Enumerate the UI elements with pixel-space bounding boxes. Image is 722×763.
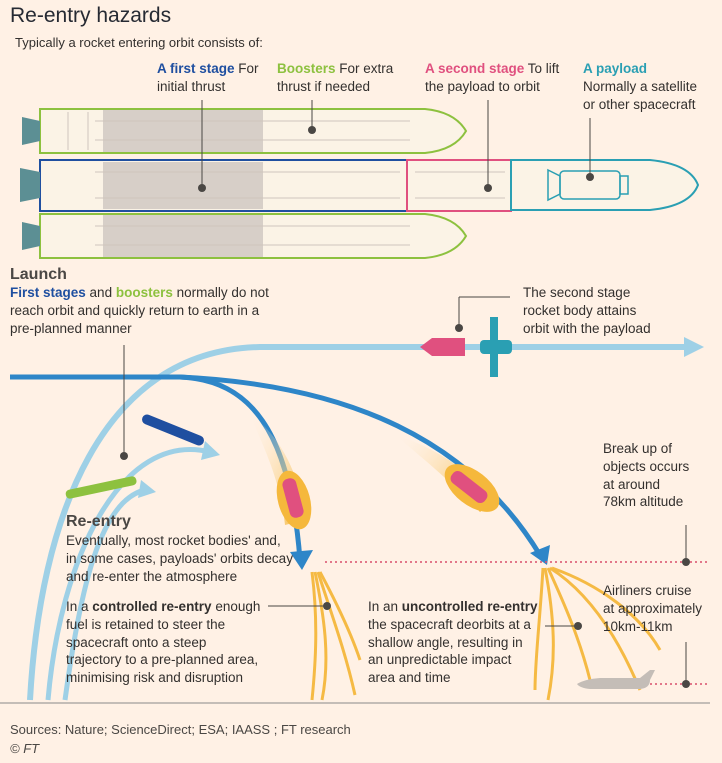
uncontrolled-debris-streaks — [533, 566, 662, 701]
second-stage-name: A second stage — [425, 61, 525, 76]
component-pointer-dots — [198, 126, 594, 192]
second-stage-body — [406, 159, 512, 212]
sources: Sources: Nature; ScienceDirect; ESA; IAA… — [10, 722, 351, 737]
controlled-reentry-object — [276, 470, 312, 530]
controlled-line-4: trajectory to a pre-planned area, — [66, 652, 259, 668]
controlled-line-2: fuel is retained to steer the — [66, 616, 226, 632]
airliner-note-1: Airliners cruise — [603, 583, 692, 598]
annotation-dots — [120, 324, 582, 630]
boosters-desc: For extra — [339, 61, 394, 76]
payload-desc: Normally a satellite — [583, 78, 698, 94]
subtitle: Typically a rocket entering orbit consis… — [15, 35, 263, 50]
first-stage-label: A first stage For initial thrust — [157, 60, 259, 96]
launch-boosters: boosters — [115, 285, 173, 300]
second-stage-label: A second stage To lift the payload to or… — [425, 60, 559, 96]
booster-return-arc — [62, 487, 146, 701]
reentry-text-3: and re-enter the atmosphere — [66, 568, 238, 584]
boosters-name: Boosters — [277, 61, 336, 76]
controlled-line-1: enough — [215, 599, 261, 614]
first-stage-return-arc — [45, 447, 211, 701]
payload-name: A payload — [583, 61, 648, 76]
first-stage-name: A first stage — [157, 61, 235, 76]
launch-and: and — [89, 285, 113, 300]
page-title: Re-entry hazards — [10, 4, 172, 27]
reentry-heading: Re-entry — [66, 513, 131, 530]
breakup-note-2: objects occurs — [603, 458, 690, 474]
breakup-note-3: at around — [603, 476, 661, 492]
first-stage-desc: For — [238, 61, 259, 76]
bottom-booster — [22, 213, 468, 259]
orbiting-satellite — [480, 317, 512, 377]
uncontrolled-term: uncontrolled re-entry — [401, 599, 538, 614]
launch-text: First stages and boosters normally do no… — [10, 284, 269, 337]
launch-text-1: normally do not — [176, 285, 269, 300]
booster-return-arrowhead — [138, 480, 156, 498]
controlled-reentry-text: In a controlled re-entry enough fuel is … — [66, 598, 260, 687]
uncontrolled-line-3: shallow angle, resulting in — [368, 634, 523, 650]
controlled-line-3: spacecraft onto a steep — [66, 634, 207, 650]
reentry-text: Eventually, most rocket bodies' and, in … — [66, 532, 293, 585]
controlled-reentry-arrowhead — [290, 550, 313, 570]
annotation-pointers — [123, 296, 578, 627]
breakup-note-4: 78km altitude — [603, 494, 684, 510]
first-stage-desc-2: initial thrust — [157, 78, 226, 94]
payload-desc-2: or other spacecraft — [583, 96, 696, 112]
falling-booster — [65, 476, 137, 499]
second-stage-note-1: The second stage — [523, 285, 631, 300]
uncontrolled-reentry-object — [444, 464, 500, 512]
uncontrolled-line-2: the spacecraft deorbits at a — [368, 616, 531, 632]
orbiting-second-stage — [420, 338, 465, 356]
uncontrolled-line-4: an unpredictable impact — [368, 652, 512, 668]
uncontrolled-reentry-text: In an uncontrolled re-entry the spacecra… — [368, 598, 538, 687]
breakup-note: Break up of objects occurs at around 78k… — [603, 440, 689, 511]
top-booster — [22, 108, 468, 154]
second-stage-note: The second stage rocket body attains orb… — [523, 284, 651, 337]
controlled-debris-streaks — [310, 571, 362, 701]
falling-first-stage — [142, 414, 204, 446]
uncontrolled-reentry-arrowhead — [530, 545, 550, 565]
airliner-icon — [577, 670, 655, 689]
controlled-term: controlled re-entry — [92, 599, 212, 614]
airliner-note: Airliners cruise at approximately 10km-1… — [603, 582, 702, 635]
first-stage-return-arrowhead — [201, 441, 220, 460]
breakup-note-1: Break up of — [603, 441, 673, 456]
controlled-prefix: In a — [66, 599, 89, 614]
launch-first-stages: First stages — [10, 285, 86, 300]
copyright: © FT — [10, 741, 40, 756]
orbit-path — [27, 344, 688, 701]
uncontrolled-prefix: In an — [368, 599, 399, 614]
uncontrolled-reentry-path — [179, 374, 543, 557]
reentry-text-1: Eventually, most rocket bodies' and, — [66, 533, 281, 548]
first-stage-body — [20, 159, 408, 212]
payload-fairing — [510, 159, 700, 211]
reentry-text-2: in some cases, payloads' orbits decay — [66, 550, 293, 566]
second-stage-desc: To lift — [527, 61, 560, 76]
boosters-desc-2: thrust if needed — [277, 78, 371, 94]
payload-label: A payload Normally a satellite or other … — [583, 60, 697, 113]
launch-text-2: reach orbit and quickly return to earth … — [10, 302, 260, 318]
launch-text-3: pre-planned manner — [10, 320, 132, 336]
component-pointers — [201, 100, 591, 188]
orbit-arrowhead — [684, 337, 704, 357]
second-stage-desc-2: the payload to orbit — [425, 78, 540, 94]
airliner-note-3: 10km-11km — [603, 618, 673, 634]
uncontrolled-line-5: area and time — [368, 670, 451, 686]
controlled-line-5: minimising risk and disruption — [66, 670, 244, 686]
second-stage-note-2: rocket body attains — [523, 302, 637, 318]
launch-heading: Launch — [10, 266, 67, 283]
boosters-label: Boosters For extra thrust if needed — [277, 60, 393, 96]
second-stage-note-3: orbit with the payload — [523, 320, 651, 336]
airliner-note-2: at approximately — [603, 600, 703, 616]
